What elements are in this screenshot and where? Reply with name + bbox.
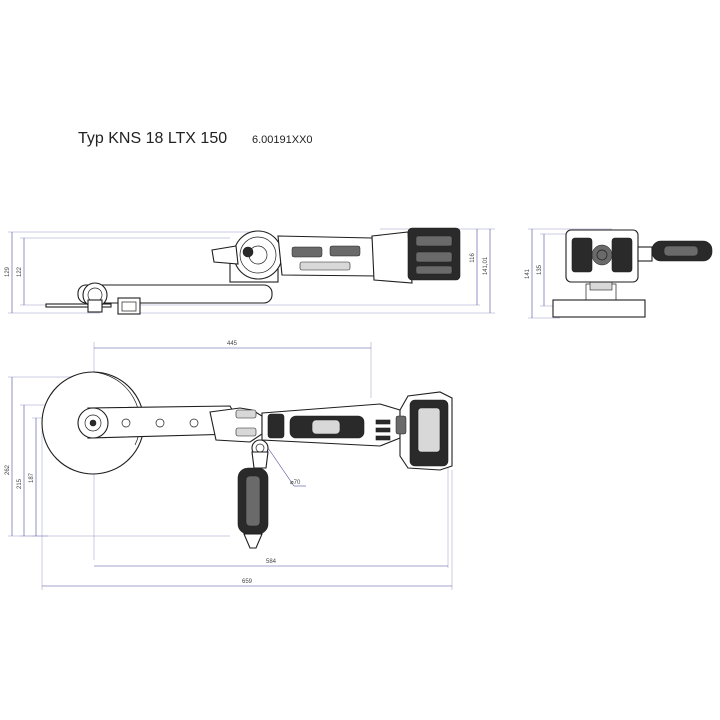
- dim-141: 141: [525, 268, 531, 279]
- dim-445: 445: [227, 341, 238, 347]
- model-title: Typ KNS 18 LTX 150: [78, 130, 228, 147]
- dim-584: 584: [266, 559, 277, 565]
- dim-262: 262: [5, 464, 11, 475]
- top-view: 445 262 215 187 584 659: [5, 341, 453, 590]
- foot-block: [117, 297, 141, 315]
- dim-116: 116: [470, 253, 476, 263]
- dim-187: 187: [29, 472, 35, 483]
- dim-659: 659: [242, 579, 253, 585]
- dim-141-01: 141,01: [483, 256, 489, 275]
- gear-head-side: [233, 230, 283, 280]
- article-number: 6.00191XX0: [252, 134, 313, 146]
- cutting-disc-side: [45, 303, 112, 308]
- dim-215: 215: [17, 478, 23, 489]
- base-plate-front: [552, 299, 646, 318]
- dim-129: 129: [5, 266, 11, 277]
- dim-135: 135: [537, 264, 543, 275]
- front-view: 141 135: [525, 228, 713, 319]
- side-view: 129 122 116 141,01: [5, 227, 495, 315]
- dim-phi70: ⌀70: [290, 480, 301, 486]
- dim-122: 122: [17, 266, 23, 277]
